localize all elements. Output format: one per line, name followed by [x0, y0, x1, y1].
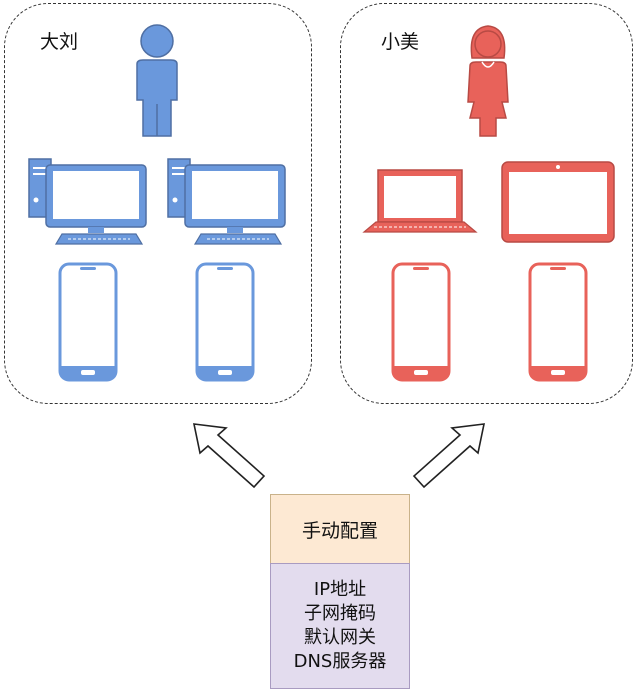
desktop-computer-icon — [167, 158, 291, 246]
arrow-up-left-icon — [188, 420, 268, 496]
config-item-dns: DNS服务器 — [293, 651, 387, 672]
config-item-ip: IP地址 — [313, 579, 367, 600]
laptop-icon — [362, 168, 478, 236]
manual-config-title-text: 手动配置 — [301, 519, 378, 542]
smartphone-icon — [391, 262, 451, 382]
smartphone-icon — [195, 262, 255, 382]
config-items: IP地址 子网掩码 默认网关 DNS服务器 — [270, 563, 410, 689]
woman-icon — [462, 22, 514, 140]
man-icon — [131, 22, 183, 140]
tablet-icon — [500, 160, 616, 244]
smartphone-icon — [528, 262, 588, 382]
config-item-gateway: 默认网关 — [304, 627, 376, 648]
manual-config-title: 手动配置 — [270, 494, 410, 564]
desktop-computer-icon — [28, 158, 152, 246]
group-dalu: 大刘 — [4, 3, 312, 404]
group-label-xiaomei: 小美 — [381, 31, 420, 53]
arrow-up-right-icon — [410, 420, 490, 496]
config-item-subnet-mask: 子网掩码 — [304, 603, 376, 624]
smartphone-icon — [58, 262, 118, 382]
group-xiaomei: 小美 — [340, 3, 633, 404]
group-label-dalu: 大刘 — [40, 31, 79, 53]
